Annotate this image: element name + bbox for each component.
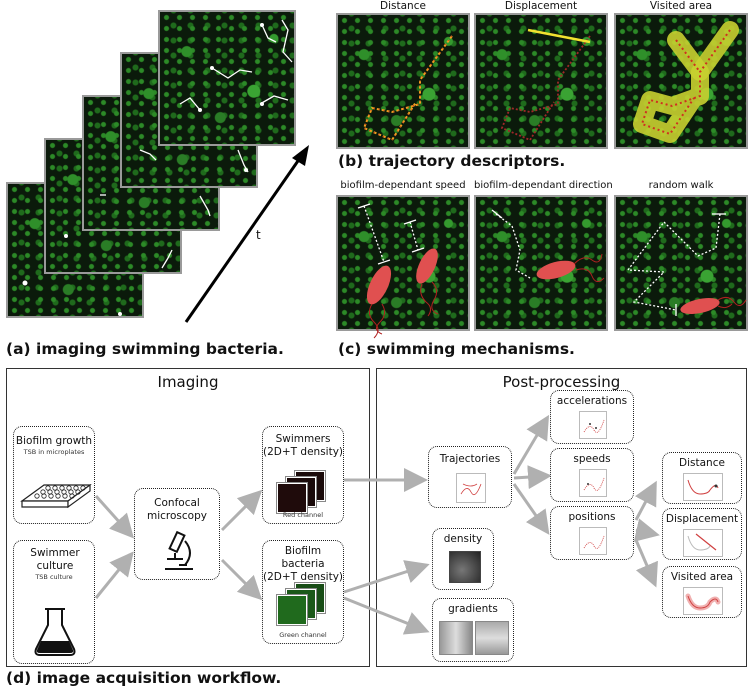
panel-d-label: (d) image acquisition workflow. (6, 669, 282, 687)
panel-b-label: (b) trajectory descriptors. (338, 152, 566, 170)
swimmers-title: Swimmers (2D+T density) (263, 433, 344, 458)
gradients-title: gradients (448, 603, 498, 615)
biofilm-bacteria-node: Biofilm bacteria (2D+T density) Green ch… (262, 540, 344, 644)
microscope-icon (165, 530, 193, 570)
density-node: density (432, 528, 494, 590)
distance-thumb (683, 473, 723, 501)
gradient-y-thumb (475, 621, 509, 655)
biofilm-bacteria-subtitle: Green channel (279, 631, 327, 639)
visited-area-node: Visited area (662, 566, 742, 618)
positions-title: positions (568, 511, 616, 523)
accelerations-node: accelerations (550, 390, 634, 444)
flask-icon (34, 608, 76, 656)
gradients-node: gradients (432, 598, 514, 662)
biofilm-growth-title: Biofilm growth (15, 435, 93, 447)
swimmer-culture-subtitle: TSB culture (35, 573, 73, 581)
biofilm-growth-node: Biofilm growth TSB in microplates (13, 426, 95, 524)
positions-thumb (579, 527, 607, 555)
swimmer-culture-title: Swimmer culture (30, 547, 80, 572)
displacement-node: Displacement (662, 508, 742, 560)
visited-area-title: Visited area (670, 571, 734, 583)
swimmers-node: Swimmers (2D+T density) Red channel (262, 426, 344, 524)
confocal-node: Confocal microscopy (134, 488, 220, 580)
swimmers-subtitle: Red channel (282, 511, 324, 519)
mechanism-image-random-walk (614, 195, 748, 331)
visited-area-thumb (683, 587, 723, 615)
displacement-title: Displacement (665, 513, 739, 525)
positions-node: positions (550, 506, 634, 560)
descriptor-title-distance: Distance (380, 0, 426, 12)
swimmer-culture-node: Swimmer culture TSB culture (13, 540, 95, 664)
time-axis-label: t (256, 228, 261, 242)
postprocessing-title: Post-processing (502, 373, 621, 391)
descriptor-title-displacement: Displacement (504, 0, 578, 12)
mechanism-image-speed (336, 195, 470, 331)
accelerations-thumb (579, 411, 607, 439)
confocal-title: Confocal microscopy (147, 497, 207, 522)
imaging-box: Imaging (6, 368, 370, 667)
time-arrow (184, 157, 302, 323)
speeds-node: speeds (550, 448, 634, 502)
accelerations-title: accelerations (556, 395, 628, 407)
displacement-thumb (683, 529, 723, 557)
descriptor-title-visited-area: Visited area (649, 0, 713, 12)
density-title: density (443, 533, 483, 545)
mechanism-title-speed: biofilm-dependant speed (340, 180, 466, 191)
biofilm-growth-subtitle: TSB in microplates (23, 448, 85, 456)
distance-node: Distance (662, 452, 742, 504)
frame-5 (158, 10, 296, 146)
biofilm-bacteria-title: Biofilm bacteria (2D+T density) (263, 545, 344, 583)
postprocessing-box: Post-processing (376, 368, 747, 667)
density-thumb (449, 551, 481, 583)
speeds-thumb (579, 469, 607, 497)
mechanism-image-direction (474, 195, 608, 331)
descriptor-image-displacement (474, 13, 608, 149)
imaging-title: Imaging (157, 373, 219, 391)
mechanism-title-direction: biofilm-dependant direction (474, 180, 613, 191)
trajectories-thumb (456, 473, 486, 503)
descriptor-image-distance (336, 13, 470, 149)
trajectories-title: Trajectories (439, 453, 501, 465)
gradient-x-thumb (439, 621, 473, 655)
speeds-title: speeds (573, 453, 611, 465)
panel-a-label: (a) imaging swimming bacteria. (6, 340, 284, 358)
microplate-icon (20, 483, 92, 509)
panel-c-label: (c) swimming mechanisms. (338, 340, 575, 358)
mechanism-title-random-walk: random walk (648, 180, 714, 191)
trajectories-node: Trajectories (428, 446, 512, 508)
distance-title: Distance (679, 457, 725, 469)
